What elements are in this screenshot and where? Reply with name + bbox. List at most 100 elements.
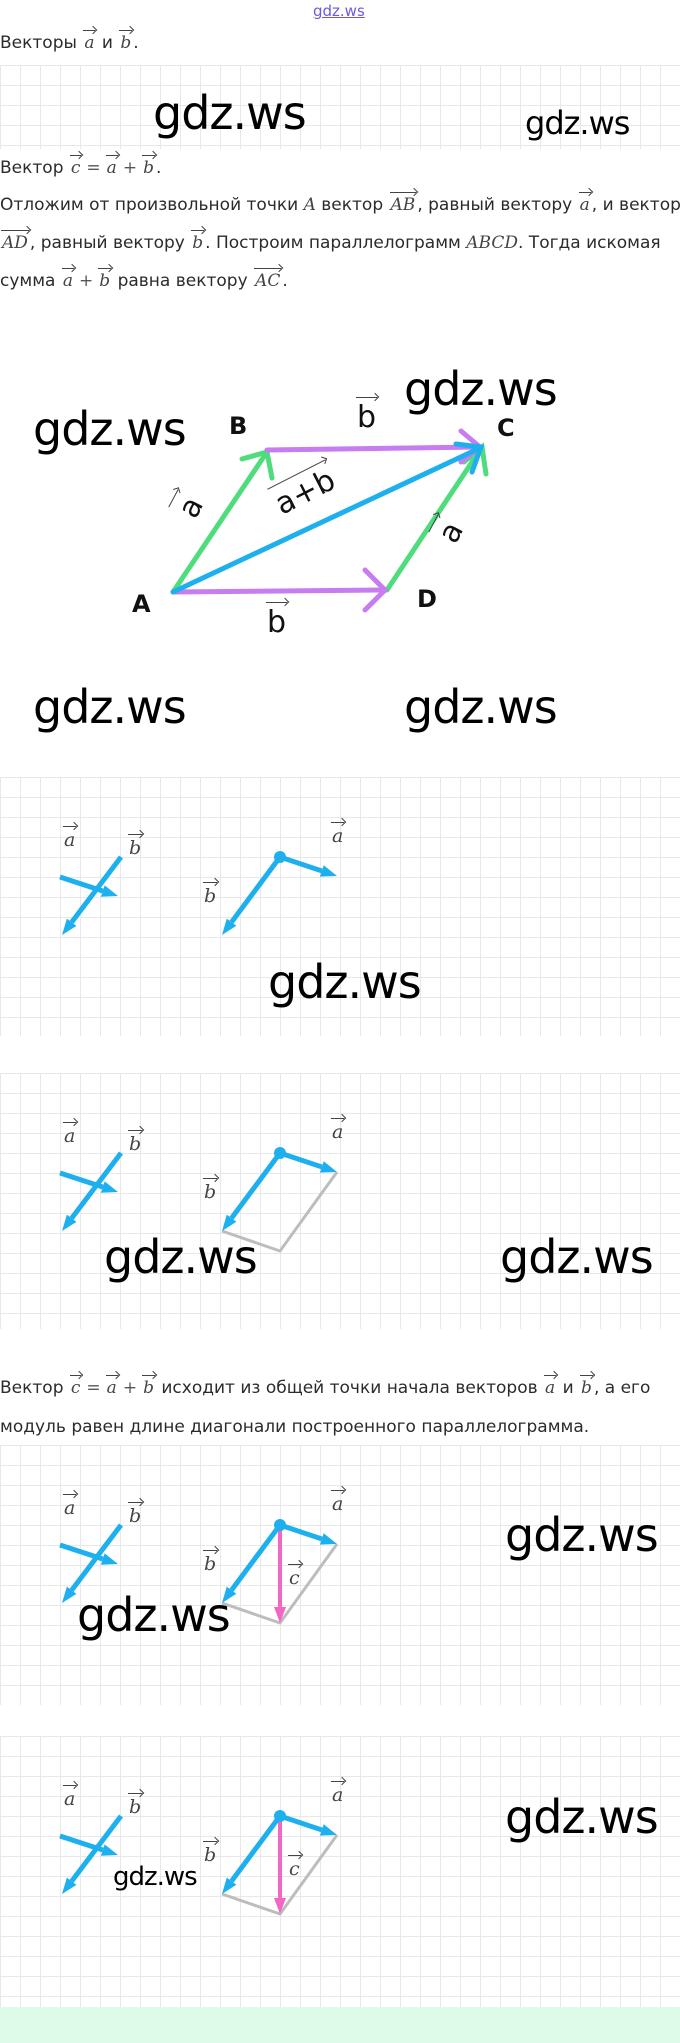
paragraph-line-3: сумма a+b равна вектору AC. [0,268,288,291]
grid-strip [0,65,680,149]
label-a-text: a [331,1490,345,1515]
text: . Тогда искомая [518,233,661,253]
label-b-top: b [356,397,378,435]
paragraph-line-2: AD, равный вектору b. Построим параллело… [0,230,661,253]
text: . [155,158,162,178]
origin-point [274,1810,286,1822]
label-free-a: a [62,1785,77,1810]
vector-a: a [544,1375,557,1398]
origin-point [274,851,286,863]
vector-a: a [105,1375,118,1398]
watermark: gdz.ws [113,1862,198,1892]
label-b-bottom: b [266,602,288,640]
point-a: A [303,195,316,215]
label-free-b: b [127,1502,143,1527]
text: Отложим от произвольной точки [0,195,304,215]
vector-a-arrowhead [319,1824,337,1836]
watermark: gdz.ws [505,1790,659,1844]
free-vector-b-arrowhead [62,1877,77,1894]
text: сумма [0,271,61,291]
label-free-b: b [127,1793,143,1818]
origin-point [274,1519,286,1531]
watermark-link[interactable]: gdz.ws [313,2,365,20]
vector-a-line [279,1150,323,1170]
label-free-a: a [62,1494,77,1519]
label-b: b [202,882,218,907]
vector-ac: AC [254,268,282,291]
label-b: b [202,1550,218,1575]
grid-step-1: a b a b [0,777,680,1036]
line-sum: Вектор c=a+b. [0,155,162,178]
point-label-a: A [132,590,151,618]
text: . [133,33,139,53]
label-a: a [330,1781,345,1806]
vector-b: b [580,1375,593,1398]
text: вектор [315,195,389,215]
label-b-text: b [203,1178,218,1203]
plus: + [79,271,94,291]
vector-b-line [229,1814,283,1883]
vector-b: b [142,1375,155,1398]
vector-figure [59,1519,339,1625]
point-label-b: B [229,412,248,440]
vector-a-arrowhead [319,865,337,877]
label-free-b-text: b [128,1130,143,1155]
free-vector-a-arrowhead [100,1844,118,1856]
text: Вектор [0,1378,69,1398]
watermark: gdz.ws [33,680,187,734]
text: Вектор [0,158,69,178]
vector-ad: AD [0,230,29,253]
grid-step-3: a b a b c [0,1445,680,1705]
point-label-d: D [417,585,437,613]
text: и [96,33,119,53]
vector-a-line [279,1813,323,1833]
vector-b-arrowhead [222,1586,237,1603]
vector-a-line [279,854,323,874]
label-c-text: c [287,1855,301,1880]
free-vector-b-line [69,855,123,924]
line-vectors: Векторы a и b. [0,30,139,53]
watermark: gdz.ws [500,1230,654,1284]
label-b-text: b [203,882,218,907]
vector-a: a [578,192,591,215]
vector-b-line [229,1151,283,1220]
label-b: b [202,1841,218,1866]
equals: = [86,158,101,178]
label-c-text: c [287,1564,301,1589]
footer-band [0,2007,680,2043]
label-free-a: a [62,826,77,851]
vector-c: c [69,155,82,178]
label-free-b: b [127,834,143,859]
text: . Построим параллелограмм [205,233,467,253]
watermark: gdz.ws [33,402,187,456]
watermark: gdz.ws [525,104,630,142]
arrowhead-c-blue [453,441,485,475]
paragraph-line-1: Отложим от произвольной точки A вектор A… [0,192,680,215]
label-free-a-text: a [63,1785,77,1810]
free-vector-b-line [69,1814,123,1883]
watermark: gdz.ws [404,362,558,416]
watermark: gdz.ws [404,680,558,734]
watermark: gdz.ws [104,1230,258,1284]
label-a-text: a [331,1781,345,1806]
free-vector-b-arrowhead [62,1586,77,1603]
vector-b-line [229,855,283,924]
vector-c-arrowhead [274,1898,286,1914]
grid-step-4: a b a b c [0,1736,680,2007]
label-a: a [330,822,345,847]
watermark: gdz.ws [153,86,307,140]
origin-point [274,1147,286,1159]
vector-b: b [98,268,112,291]
label-free-b-text: b [128,1502,143,1527]
label-a-text: a [331,822,345,847]
vector-b: b [142,155,155,178]
vector-b-line [229,1523,283,1592]
vector-c: c [69,1375,82,1398]
free-vector-a-arrowhead [100,1553,118,1565]
vector-bc-line [264,444,483,453]
text: . [282,271,288,291]
free-vector-b-arrowhead [62,1214,77,1231]
vector-a: a [83,30,96,53]
vector-ab-line [170,449,270,595]
